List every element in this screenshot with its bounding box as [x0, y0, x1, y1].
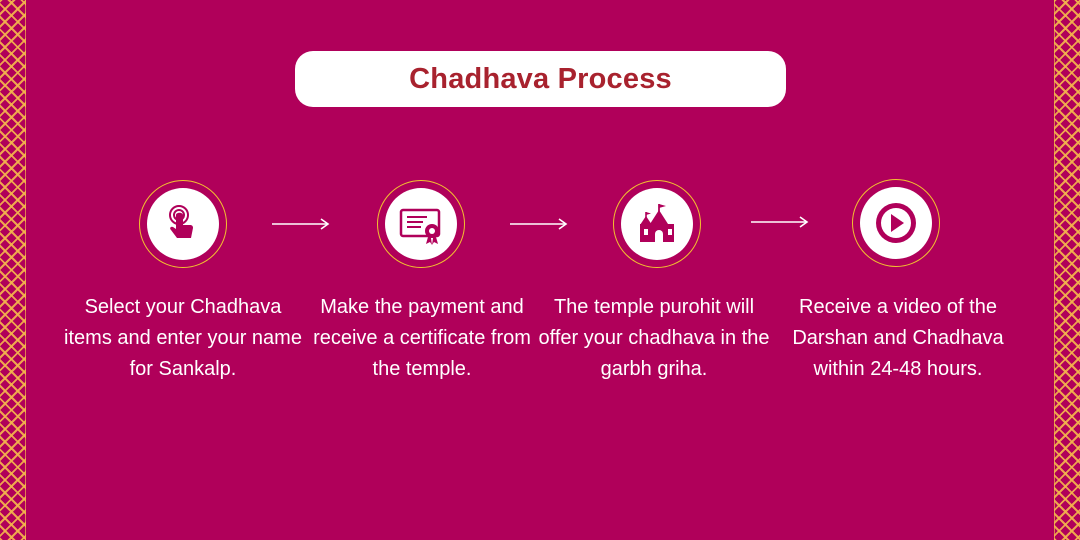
step-2-icon-circle	[377, 180, 465, 268]
play-video-icon	[876, 203, 916, 243]
step-3-icon-circle	[613, 180, 701, 268]
step-1-icon-circle	[139, 180, 227, 268]
certificate-icon	[399, 208, 441, 245]
page-title: Chadhava Process	[409, 62, 672, 95]
step-4-icon-circle	[852, 179, 940, 267]
temple-icon	[640, 204, 674, 242]
step-1-arrow	[272, 218, 330, 230]
step-1-text: Select your Chadhava items and enter you…	[64, 296, 302, 380]
step-2-text: Make the payment and receive a certifica…	[313, 296, 531, 380]
step-3-arrow	[751, 216, 809, 228]
decorative-border-left	[0, 0, 26, 540]
hand-tap-icon	[169, 205, 193, 238]
step-3-text: The temple purohit will offer your chadh…	[538, 296, 770, 380]
step-2-arrow	[510, 218, 568, 230]
decorative-border-right	[1054, 0, 1080, 540]
title-banner: Chadhava Process	[295, 51, 786, 107]
step-4-text: Receive a video of the Darshan and Chadh…	[792, 296, 1004, 380]
